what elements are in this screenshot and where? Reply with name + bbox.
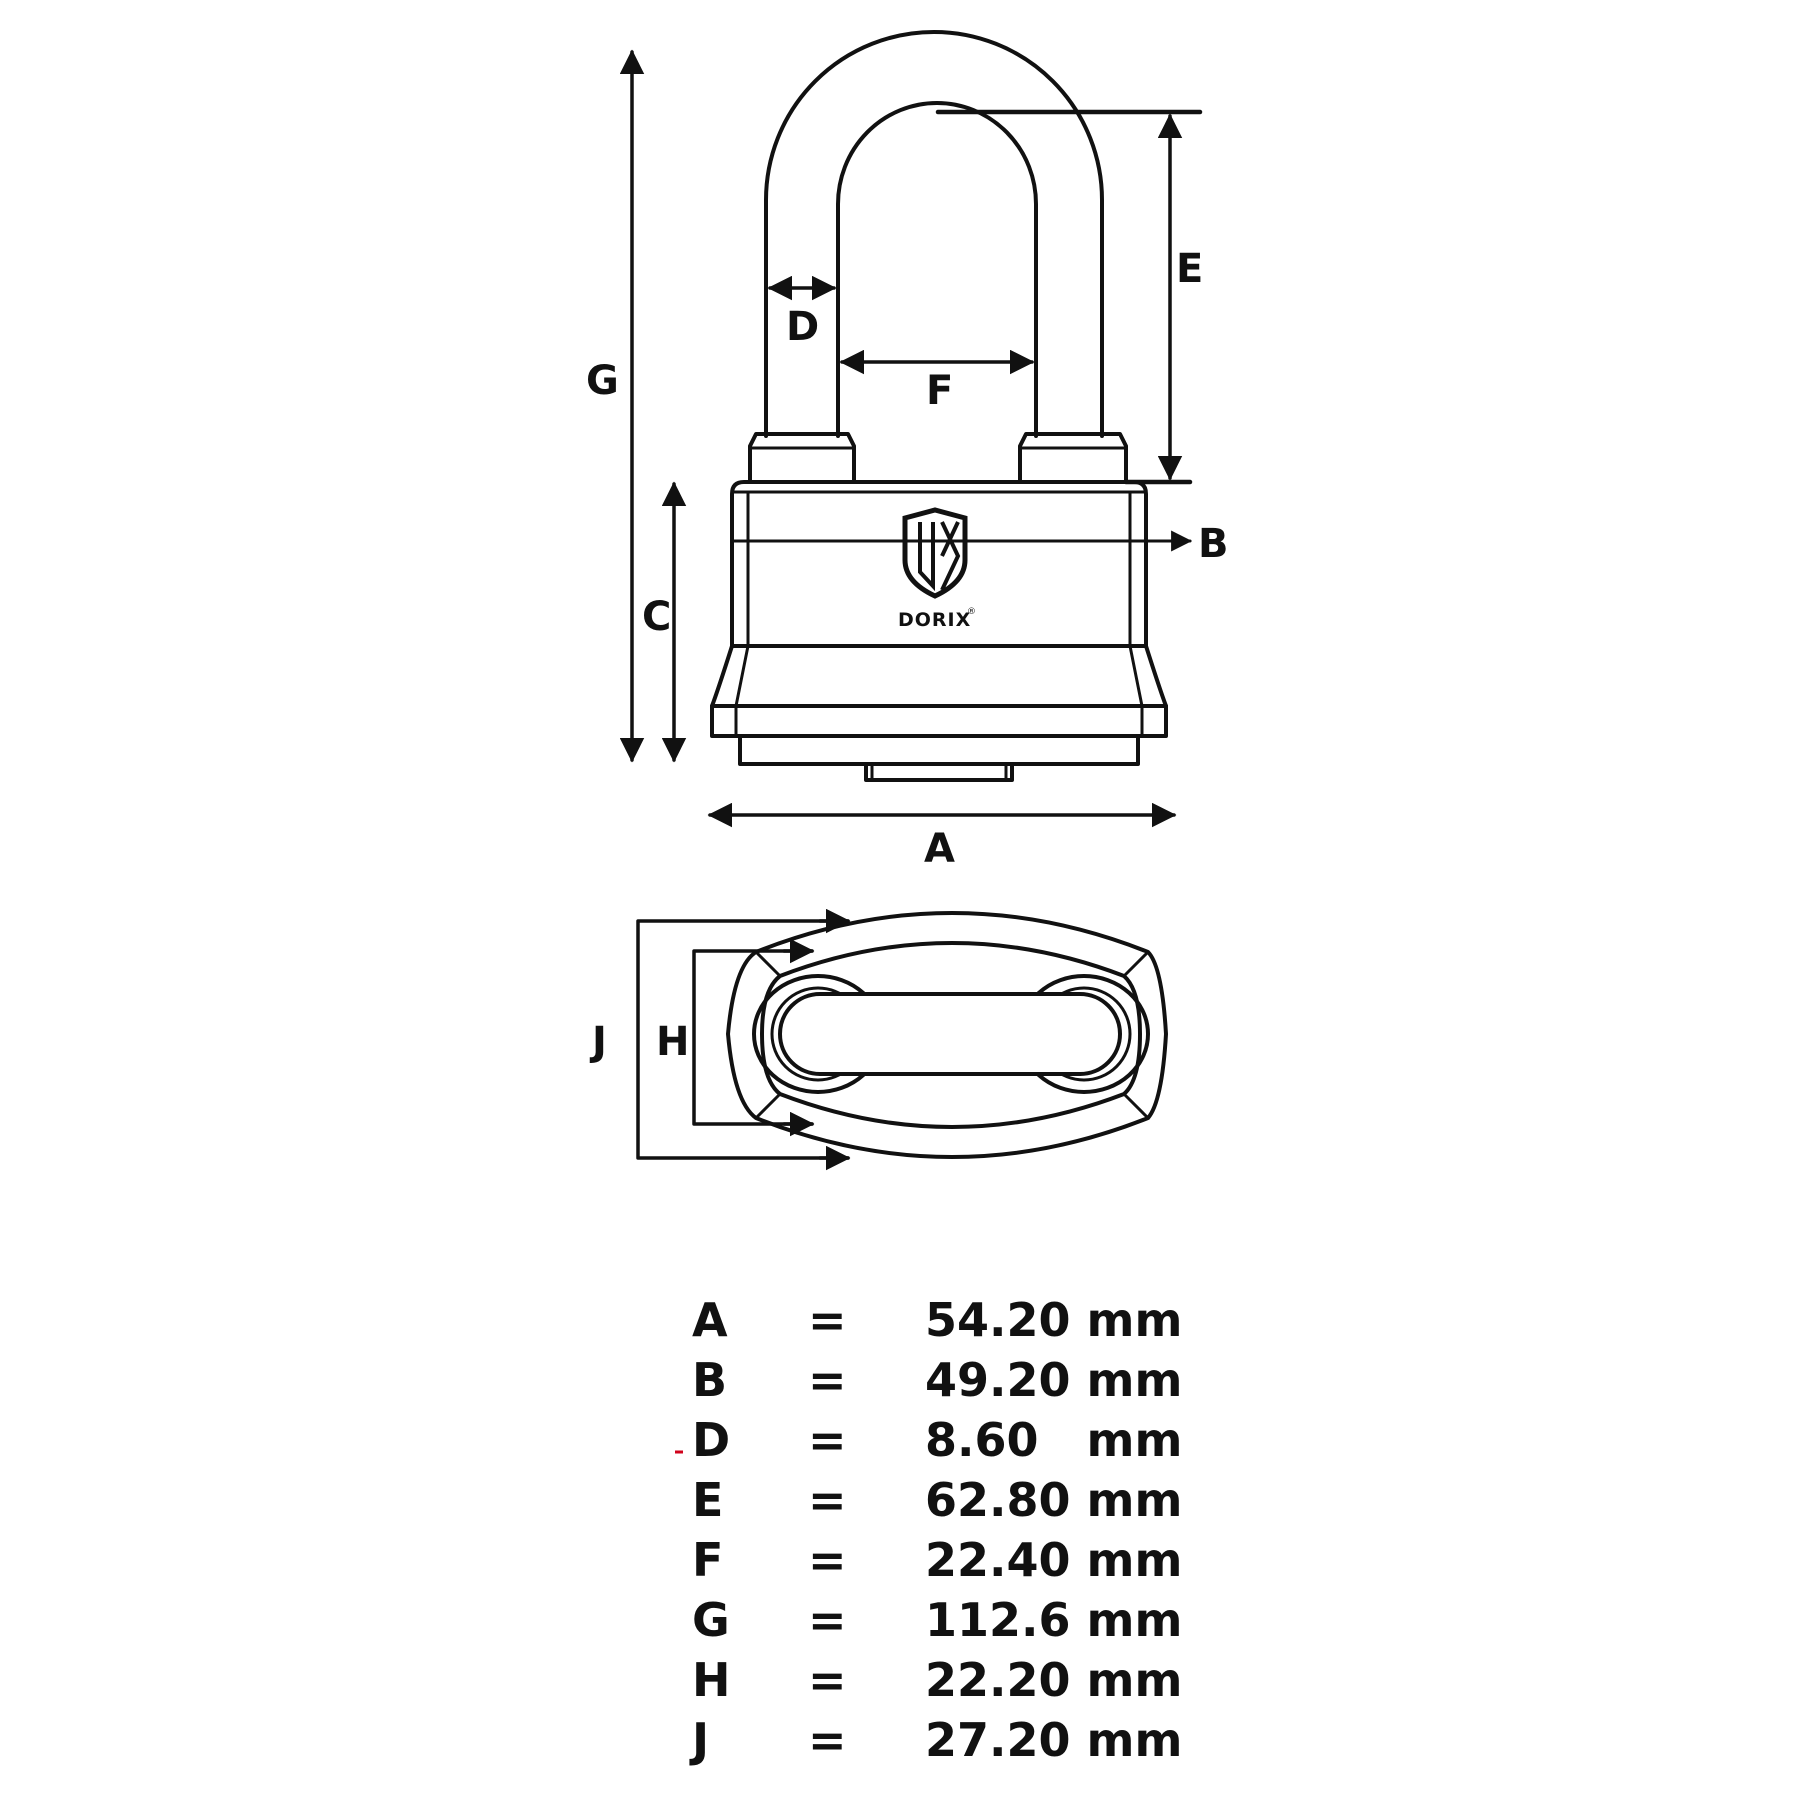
spec-value: 22.20 mm — [925, 1653, 1183, 1707]
label-b: B — [1198, 521, 1229, 567]
spec-equals: = — [808, 1593, 847, 1647]
label-f: F — [926, 368, 953, 414]
label-e: E — [1176, 246, 1203, 292]
spec-key: B — [692, 1353, 728, 1407]
dimension-j — [636, 908, 851, 1171]
label-j: J — [589, 1019, 607, 1065]
label-d: D — [786, 304, 819, 350]
dimension-spec-table: A = 54.20 mm B = 49.20 mm D = 8.60 mm E … — [680, 1290, 1200, 1770]
label-h: H — [656, 1019, 689, 1065]
spec-equals: = — [808, 1473, 847, 1527]
label-c: C — [642, 594, 671, 640]
spec-value: 54.20 mm — [925, 1293, 1183, 1347]
shackle-collars — [748, 432, 1128, 484]
spec-key: G — [692, 1593, 730, 1647]
spec-key: E — [692, 1473, 724, 1527]
spec-value: 62.80 mm — [925, 1473, 1183, 1527]
spec-value: 22.40 mm — [925, 1533, 1183, 1587]
spec-equals: = — [808, 1293, 847, 1347]
spec-key: F — [692, 1533, 724, 1587]
brand-name: DORIX — [898, 609, 971, 631]
dimension-h — [692, 938, 815, 1137]
spec-row-b: B = 49.20 mm — [680, 1350, 1200, 1410]
spec-row-f: F = 22.40 mm — [680, 1530, 1200, 1590]
spec-row-a: A = 54.20 mm — [680, 1290, 1200, 1350]
spec-row-h: H = 22.20 mm — [680, 1650, 1200, 1710]
spec-equals: = — [808, 1713, 847, 1767]
registered-mark: ® — [967, 607, 976, 617]
spec-value: 8.60 mm — [925, 1413, 1183, 1467]
spec-key: D — [692, 1413, 731, 1467]
spec-row-d: D = 8.60 mm — [680, 1410, 1200, 1470]
lock-body — [710, 480, 1168, 782]
top-view — [726, 911, 1168, 1159]
spec-key: J — [692, 1713, 710, 1767]
spec-row-e: E = 62.80 mm — [680, 1470, 1200, 1530]
shackle — [764, 30, 1104, 438]
spec-value: 112.6 mm — [925, 1593, 1183, 1647]
spec-key: H — [692, 1653, 731, 1707]
label-a: A — [924, 826, 955, 872]
spec-equals: = — [808, 1653, 847, 1707]
label-g: G — [586, 358, 619, 404]
dimension-e — [935, 109, 1203, 485]
spec-value: 27.20 mm — [925, 1713, 1183, 1767]
spec-row-g: G = 112.6 mm — [680, 1590, 1200, 1650]
spec-equals: = — [808, 1413, 847, 1467]
spec-equals: = — [808, 1533, 847, 1587]
spec-row-j: J = 27.20 mm — [680, 1710, 1200, 1770]
dorix-shield-logo — [902, 507, 968, 599]
spec-value: 49.20 mm — [925, 1353, 1183, 1407]
spec-key: A — [692, 1293, 728, 1347]
spec-equals: = — [808, 1353, 847, 1407]
